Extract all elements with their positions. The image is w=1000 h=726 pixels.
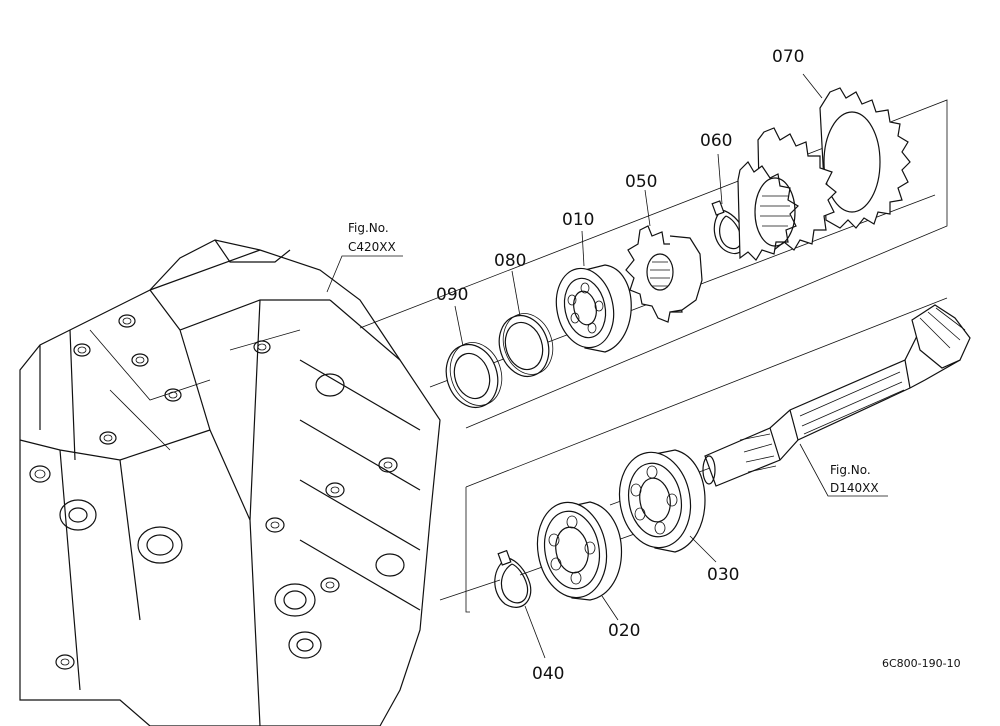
thrust-washer-090 [445,342,503,408]
fig-ref-shaft-line2: D140XX [830,481,879,495]
fig-ref-shaft: Fig.No. D140XX [830,463,879,495]
snap-ring-040 [494,549,532,608]
leader-lines [326,73,888,659]
assembly-outline [359,99,948,613]
gear-cluster-070 [737,87,911,261]
ball-bearing-010 [555,264,632,353]
part-label-040: 040 [532,664,564,684]
fig-ref-housing-line2: C420XX [348,240,396,254]
drawing-code: 6C800-190-10 [882,657,961,670]
part-label-020: 020 [608,621,640,641]
spur-gear-050 [625,225,703,323]
housing-bolt-holes [29,314,398,670]
ball-bearing-030 [618,449,706,553]
part-label-070: 070 [772,47,804,67]
part-label-080: 080 [494,251,526,271]
part-label-010: 010 [562,210,594,230]
part-label-030: 030 [707,565,739,585]
housing-bearing-bores [59,373,405,659]
roller-bearing-020 [536,501,622,601]
fig-ref-shaft-line1: Fig.No. [830,463,871,477]
part-labels: 070 060 050 010 080 090 030 020 040 [436,47,804,684]
transmission-housing [19,239,441,726]
thrust-washer-080 [498,313,554,378]
part-label-090: 090 [436,285,468,305]
part-label-050: 050 [625,172,657,192]
fig-ref-housing: Fig.No. C420XX [348,221,396,254]
part-label-060: 060 [700,131,732,151]
output-shaft [702,304,971,487]
fig-ref-housing-line1: Fig.No. [348,221,389,235]
